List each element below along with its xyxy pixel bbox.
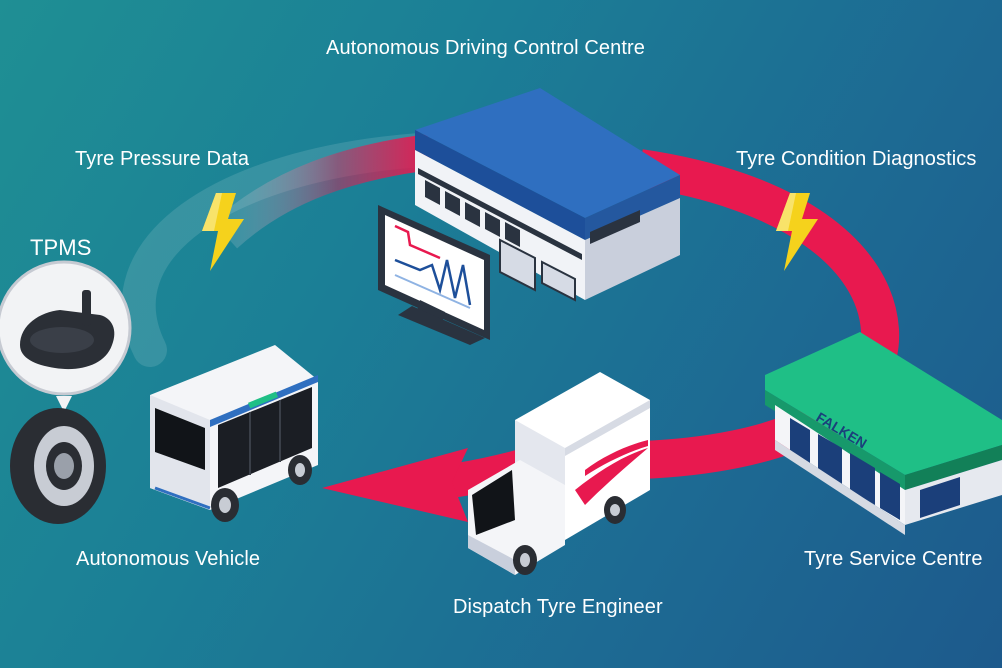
autonomous-vehicle-label: Autonomous Vehicle xyxy=(76,548,261,570)
tpms-sensor-icon xyxy=(0,260,132,412)
service-truck-icon xyxy=(468,372,650,575)
dispatch-tyre-engineer-label: Dispatch Tyre Engineer xyxy=(453,596,663,618)
lightning-bolt-icon xyxy=(202,193,244,271)
autonomous-bus-icon xyxy=(150,345,318,522)
tpms-label: TPMS xyxy=(30,235,92,260)
cycle-arrow-to-control xyxy=(212,134,433,249)
tyre-service-centre-label: Tyre Service Centre xyxy=(804,548,983,570)
cycle-arrowhead xyxy=(322,448,468,522)
tyre-pressure-data-label: Tyre Pressure Data xyxy=(75,148,250,170)
control-centre-building-icon xyxy=(415,88,680,302)
cycle-arrow-main xyxy=(637,149,900,479)
control-centre-label: Autonomous Driving Control Centre xyxy=(326,37,646,59)
lightning-bolt-icon xyxy=(776,193,818,271)
monitor-icon xyxy=(378,205,490,345)
tyre-service-centre-icon xyxy=(765,332,1002,535)
tyre-icon xyxy=(10,408,106,524)
tyre-condition-diagnostics-label: Tyre Condition Diagnostics xyxy=(736,148,977,170)
